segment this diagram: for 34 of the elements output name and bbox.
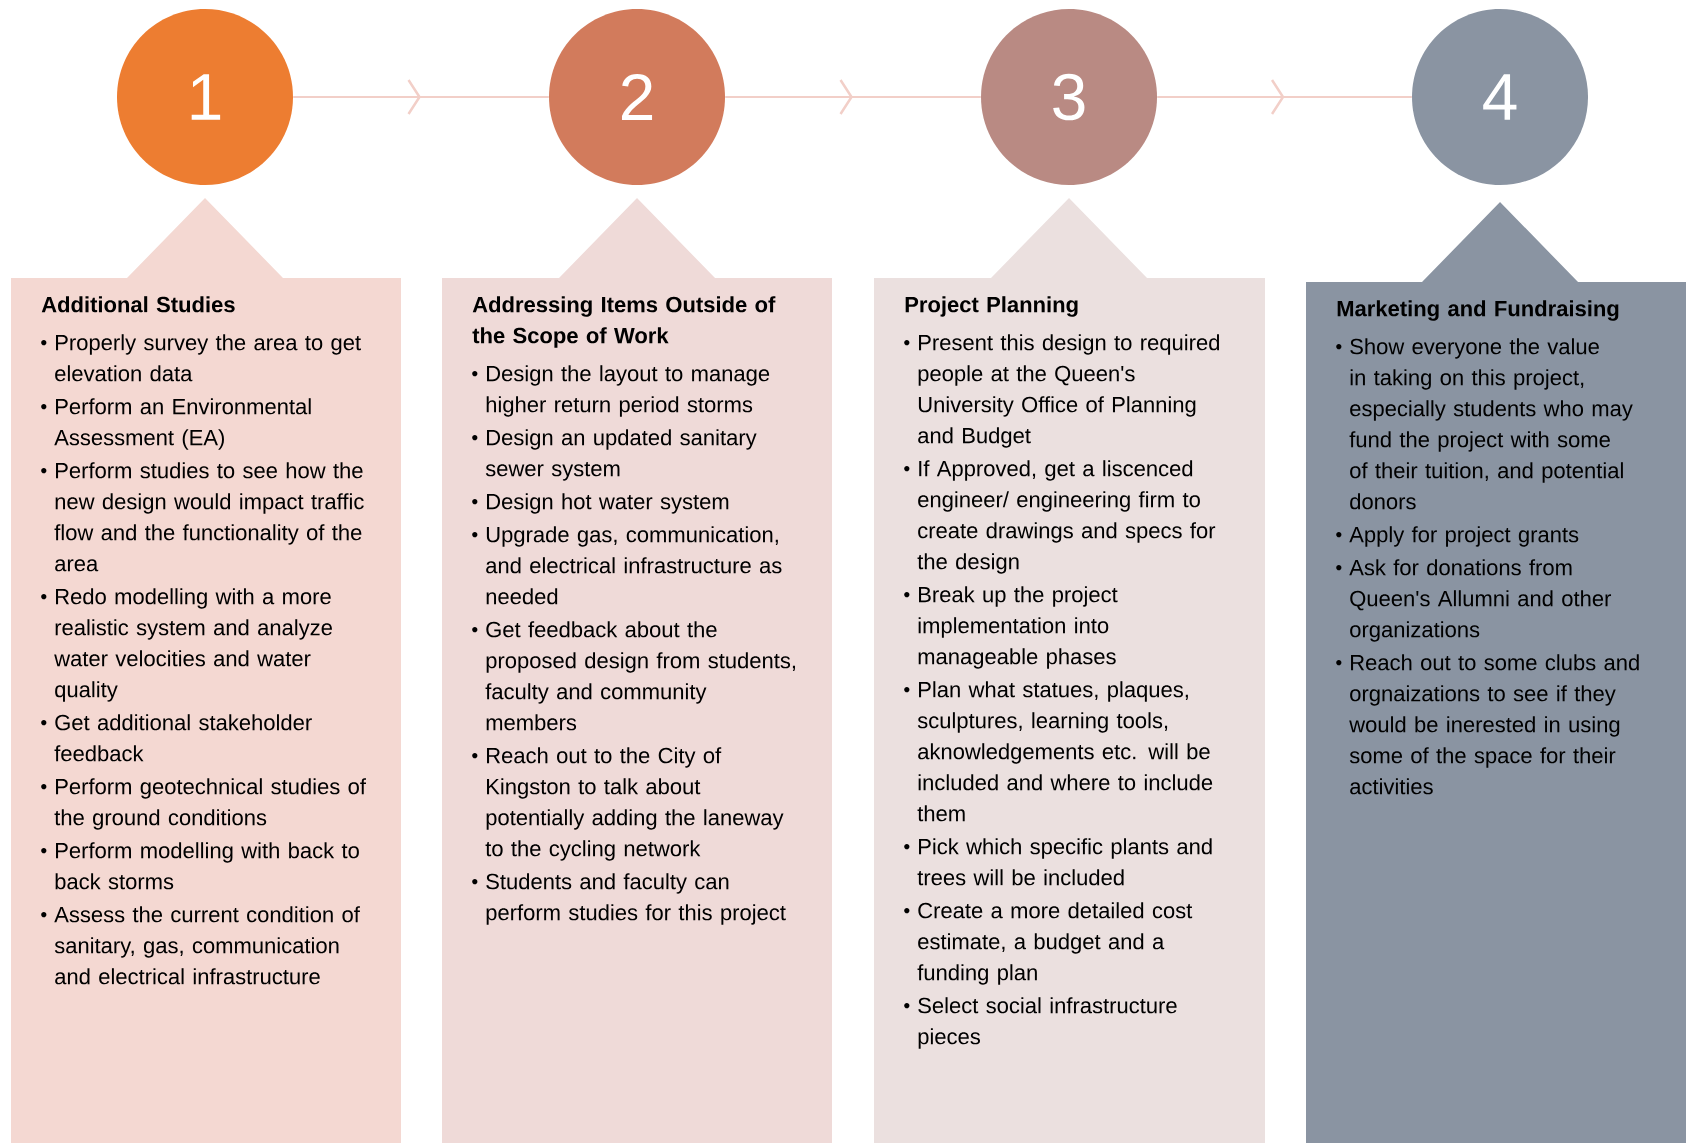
bullet-item: Students and faculty can perform studies for this project (472, 873, 786, 925)
bullet-item: Reach out to some clubs and orgnaizations to see if they would be inerested in using some of the space for their activities (1336, 654, 1639, 795)
bullet-item: Design the layout to manage higher return period storms (472, 365, 770, 417)
bullet-item: If Approved, get a liscenced engineer/ engineering firm to create drawings and specs for the design (904, 460, 1216, 574)
bullet-item: Ask for donations from Queen's Allumni and other organizations (1336, 559, 1612, 642)
panel-heading: Additional Studies (41, 296, 235, 313)
bullet-item: Break up the project implementation into manageable phases (904, 586, 1118, 669)
bullet-item: Design an updated sanitary sewer system (472, 429, 757, 481)
step-panel (874, 198, 1265, 1143)
bullet-item: Perform modelling with back to back storms (41, 842, 359, 890)
bullet-item: Properly survey the area to get elevation data (41, 334, 361, 382)
bullet-item: Plan what statues, plaques, sculptures, learning tools, aknowledgements etc. will be included and where to include them (904, 681, 1213, 822)
bullet-item: Present this design to required people at the Queen's University Office of Planning and Budget (904, 334, 1220, 448)
bullet-item: Perform an Environmental Assessment (EA) (41, 398, 311, 450)
bullet-item: Upgrade gas, communication, and electrical infrastructure as needed (472, 526, 782, 605)
bullet-item: Create a more detailed cost estimate, a budget and a funding plan (904, 902, 1193, 985)
bullet-item: Select social infrastructure pieces (904, 997, 1177, 1049)
bullet-item: Perform geotechnical studies of the ground conditions (41, 778, 366, 830)
bullet-item: Assess the current condition of sanitary, gas, communication and electrical infrastructure (41, 906, 360, 985)
bullet-item: Pick which specific plants and trees will be included (904, 838, 1212, 886)
panel-heading: Addressing Items Outside of the Scope of Work (472, 296, 776, 348)
step-panel (11, 198, 401, 1143)
bullet-item: Reach out to the City of Kingston to talk about potentially adding the laneway to the cycling network (472, 747, 784, 861)
panel-heading: Marketing and Fundraising (1337, 300, 1619, 321)
bullet-item: Show everyone the value in taking on this project, especially students who may fund the project with some of their tuition, and potential donors (1336, 338, 1633, 510)
panel-heading: Project Planning (905, 296, 1078, 317)
step-panel (442, 198, 832, 1143)
bullet-item: Perform studies to see how the new design would impact traffic flow and the functionality of the area (41, 462, 364, 572)
bullet-item: Redo modelling with a more realistic system and analyze water velocities and water quality (41, 588, 332, 702)
bullet-item: Apply for project grants (1336, 526, 1579, 547)
step-panel (1306, 202, 1686, 1143)
bullet-item: Design hot water system (472, 493, 729, 514)
bullet-item: Get feedback about the proposed design from students, faculty and community members (472, 621, 795, 731)
bullet-item: Get additional stakeholder feedback (41, 714, 312, 762)
